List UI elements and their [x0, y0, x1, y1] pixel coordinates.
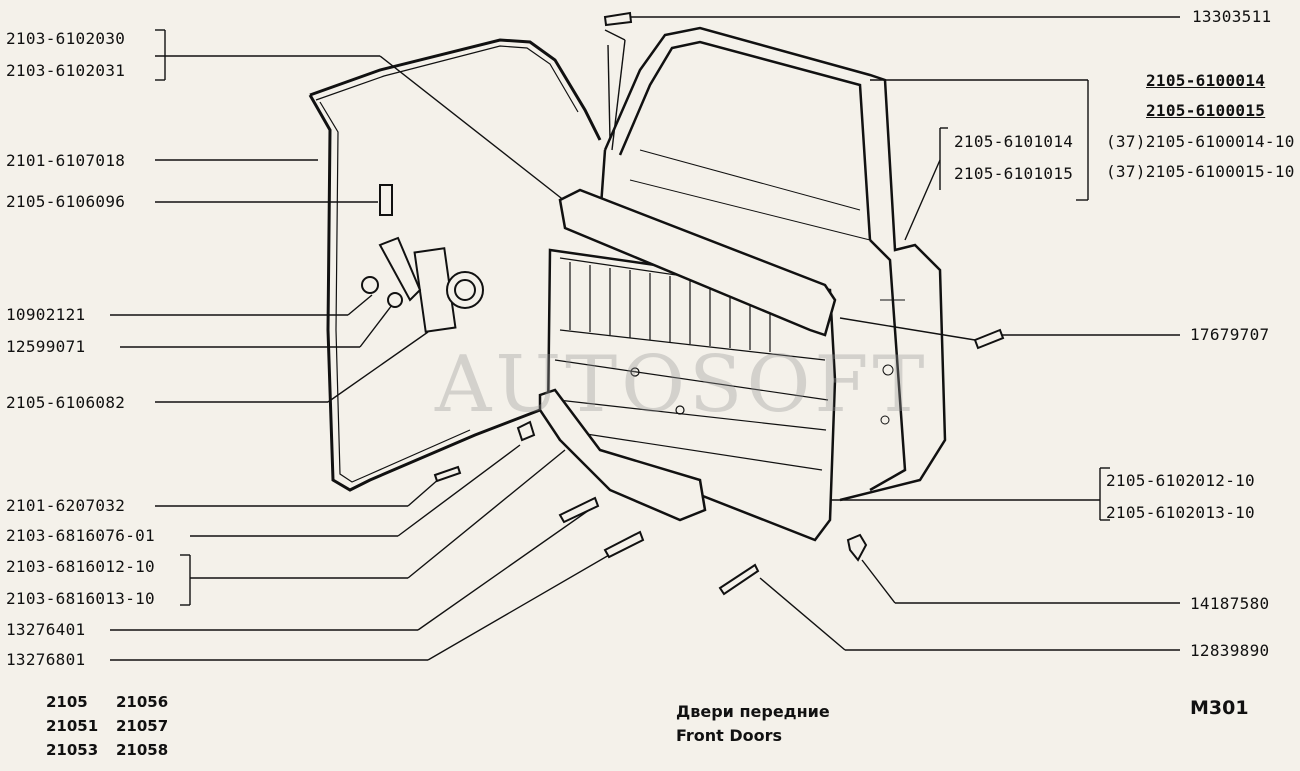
watermark-text: AUTOSOFT: [435, 340, 929, 430]
part-label-2103-6816012-10: 2103-6816012-10: [6, 557, 155, 576]
part-label-37-2105-6100015-10: (37)2105-6100015-10: [1106, 163, 1295, 181]
part-label-2105-6101015: 2105-6101015: [954, 164, 1074, 183]
part-number: 2105-6100015-10: [1145, 162, 1295, 181]
part-number: 2105-6100014-10: [1145, 132, 1295, 151]
part-label-2103-6102031: 2103-6102031: [6, 61, 126, 80]
part-label-37-2105-6100014-10: (37)2105-6100014-10: [1106, 133, 1295, 151]
qty-prefix: (37): [1106, 162, 1146, 181]
model-number: 2105: [46, 693, 88, 711]
model-number: 21057: [116, 717, 169, 735]
part-label-2105-6102012-10: 2105-6102012-10: [1106, 471, 1255, 490]
page-code: M301: [1190, 697, 1249, 719]
part-label-2101-6207032: 2101-6207032: [6, 496, 126, 515]
diagram-title-ru: Двери передние: [676, 702, 830, 721]
part-label-2105-6102013-10: 2105-6102013-10: [1106, 503, 1255, 522]
part-label-2105-6100015: 2105-6100015: [1146, 101, 1266, 120]
part-label-14187580: 14187580: [1190, 594, 1270, 613]
diagram-title-en: Front Doors: [676, 726, 783, 745]
part-label-12839890: 12839890: [1190, 641, 1270, 660]
qty-prefix: (37): [1106, 132, 1146, 151]
part-label-2103-6102030: 2103-6102030: [6, 29, 126, 48]
model-number: 21051: [46, 717, 99, 735]
part-label-2105-6106082: 2105-6106082: [6, 393, 126, 412]
part-label-2103-6816013-10: 2103-6816013-10: [6, 589, 155, 608]
model-number: 21058: [116, 741, 169, 759]
part-label-12599071: 12599071: [6, 337, 86, 356]
part-label-2101-6107018: 2101-6107018: [6, 151, 126, 170]
part-label-2105-6101014: 2105-6101014: [954, 132, 1074, 151]
part-label-2103-6816076-01: 2103-6816076-01: [6, 526, 155, 545]
part-label-13303511: 13303511: [1192, 7, 1272, 26]
model-number: 21056: [116, 693, 169, 711]
part-label-13276401: 13276401: [6, 620, 86, 639]
model-number: 21053: [46, 741, 99, 759]
part-label-13276801: 13276801: [6, 650, 86, 669]
model-list: 2105 21056 21051 21057 21053 21058: [46, 690, 186, 762]
part-label-10902121: 10902121: [6, 305, 86, 324]
part-label-2105-6100014: 2105-6100014: [1146, 71, 1266, 90]
part-label-2105-6106096: 2105-6106096: [6, 192, 126, 211]
part-label-17679707: 17679707: [1190, 325, 1270, 344]
